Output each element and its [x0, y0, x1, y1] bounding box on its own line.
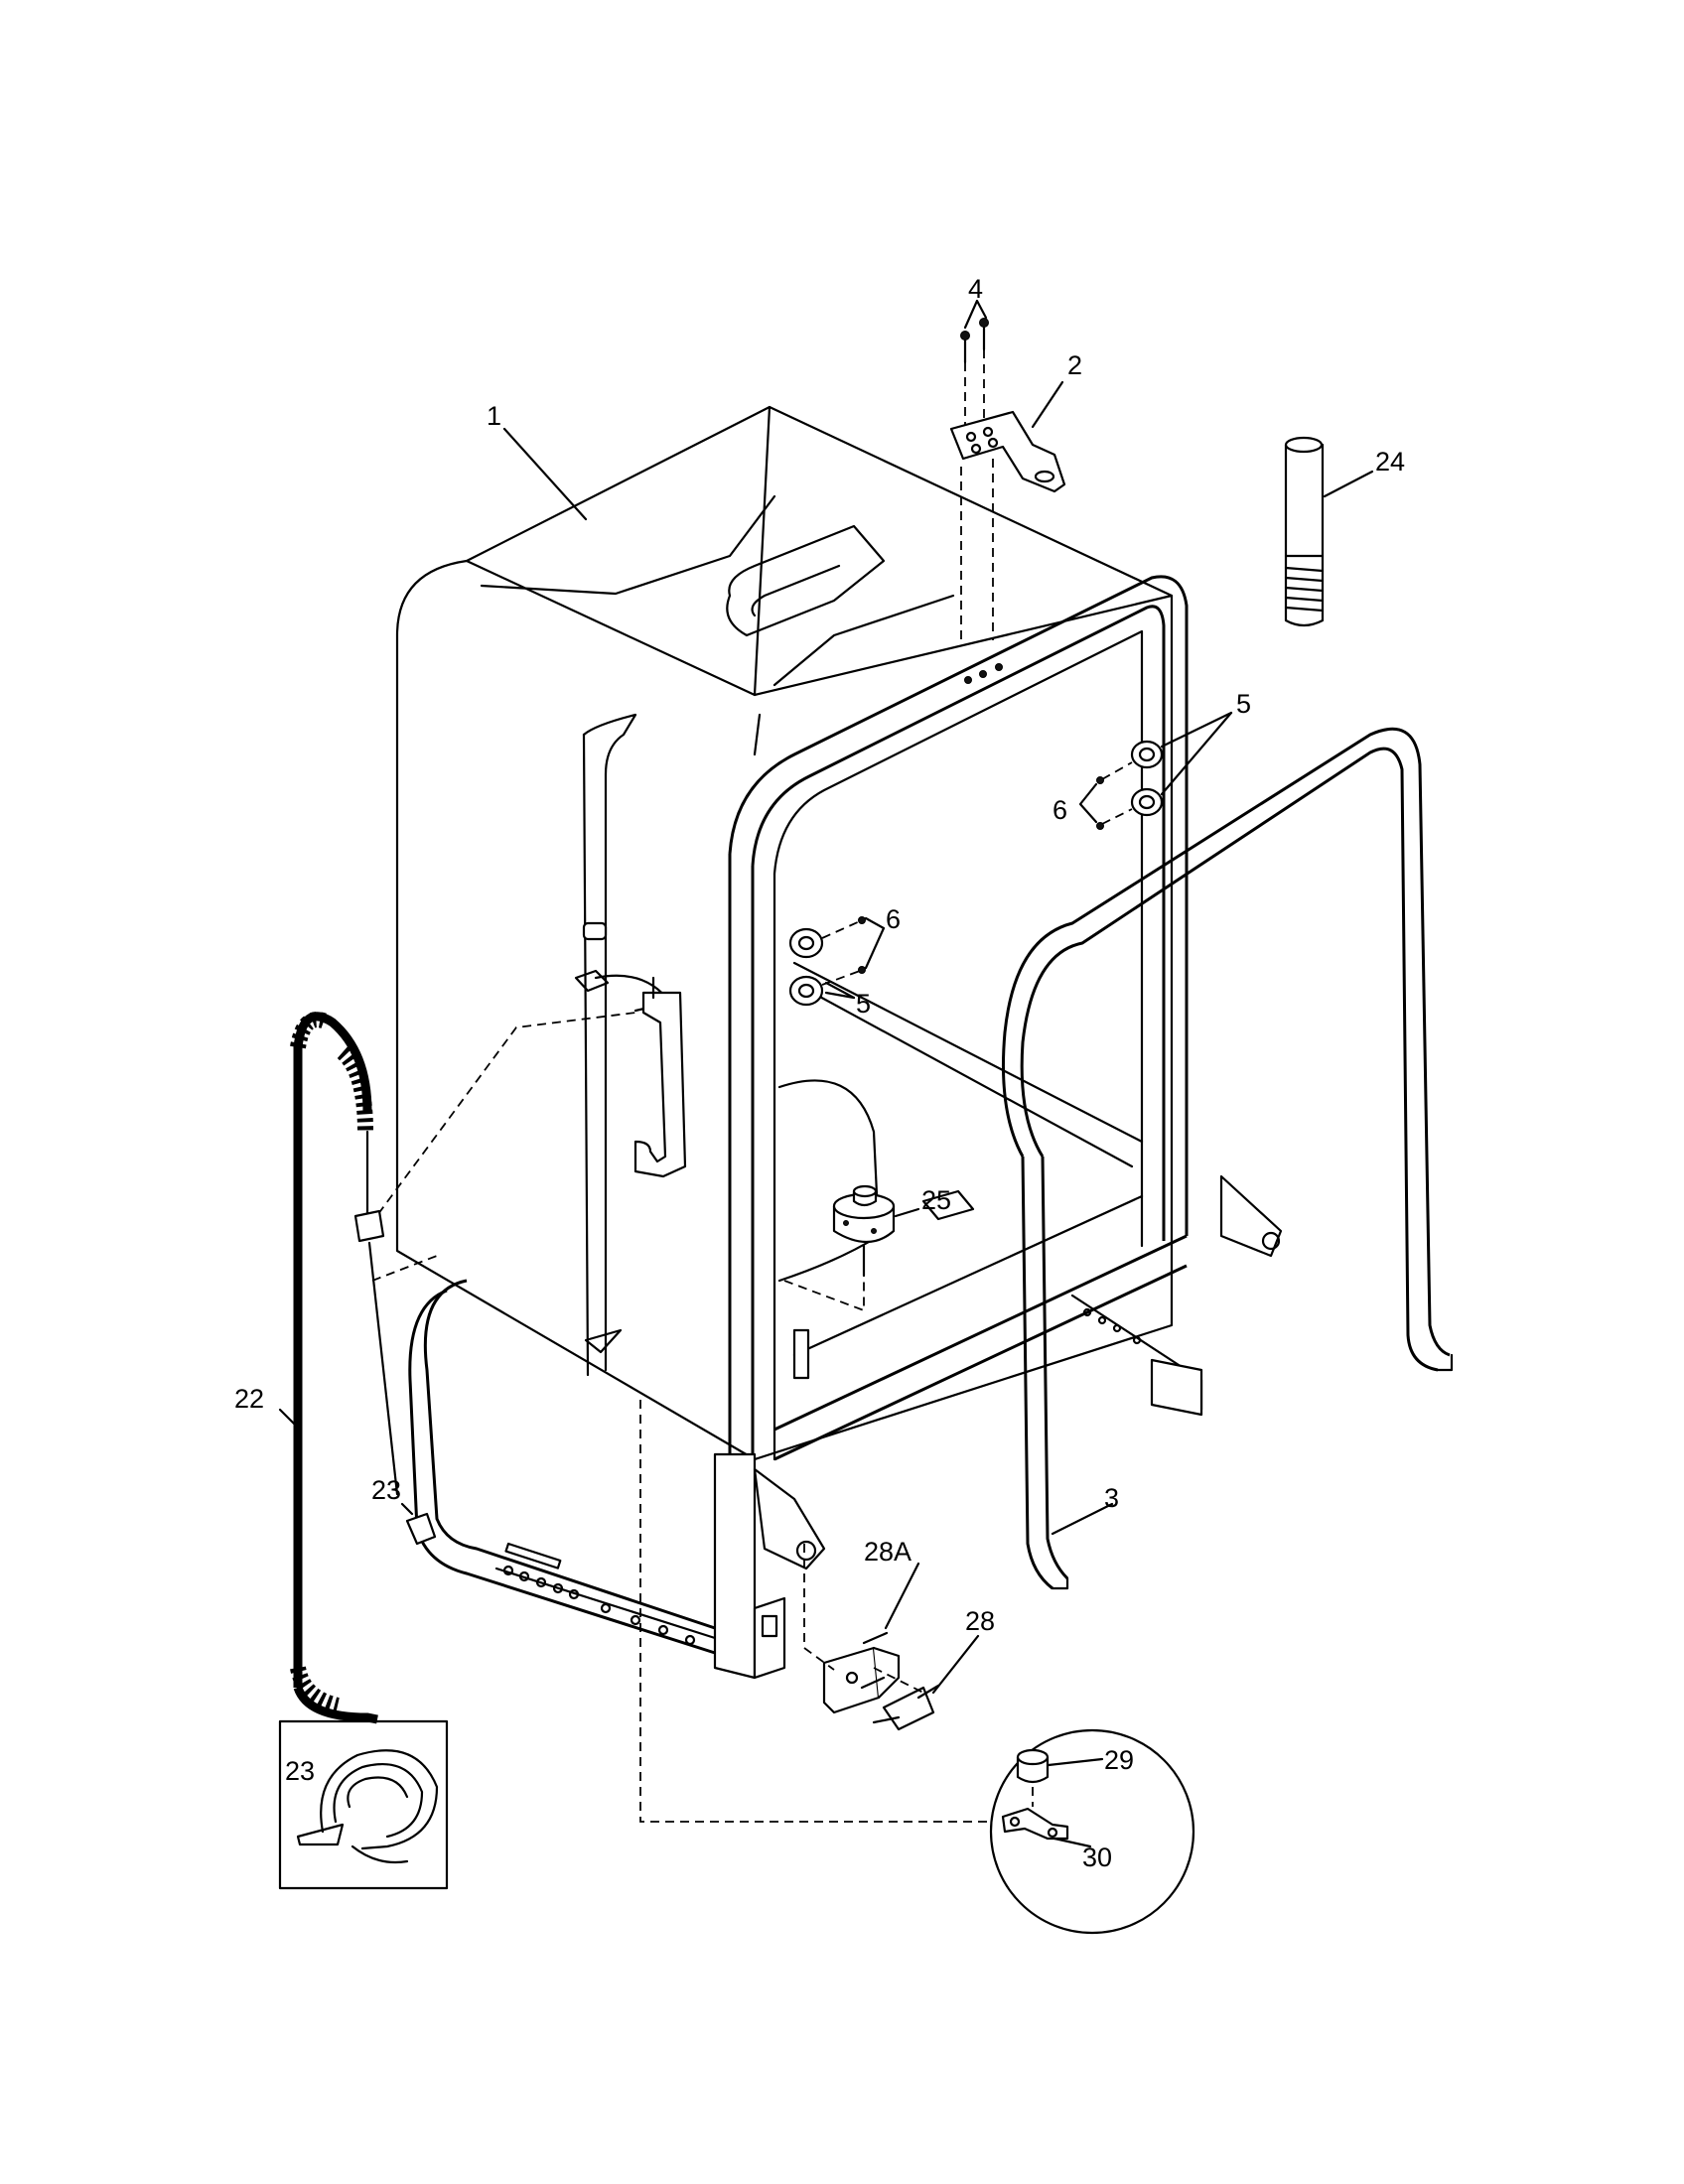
- label-switch: 28: [965, 1606, 995, 1636]
- label-thermostat-cap: 29: [1104, 1745, 1134, 1775]
- tub-leader: [502, 427, 588, 521]
- label-float: 25: [921, 1185, 951, 1215]
- hose-clamp: [353, 1209, 437, 1546]
- label-hose: 22: [234, 1384, 264, 1414]
- rollers-left: [788, 916, 886, 1007]
- thermostat-inset: [639, 1400, 1195, 1935]
- label-tub: 1: [487, 401, 501, 431]
- bracket-assembly: [949, 299, 1066, 643]
- label-screw-left: 6: [886, 904, 901, 934]
- label-roller-left: 5: [856, 989, 871, 1019]
- label-gasket: 3: [1104, 1483, 1119, 1513]
- label-roller-right: 5: [1236, 689, 1251, 719]
- tub: [395, 405, 1174, 1461]
- label-switch-bracket: 28A: [864, 1537, 912, 1567]
- stud: [1284, 436, 1374, 627]
- clamp-inset: [278, 1719, 449, 1890]
- base-frame: [408, 1174, 1283, 1680]
- switch-assembly: [803, 1544, 980, 1731]
- drain-hose: [278, 1012, 636, 1724]
- label-stud: 24: [1375, 447, 1405, 477]
- tub-front-frame: [728, 575, 1189, 1489]
- label-thermostat-plate: 30: [1082, 1843, 1112, 1872]
- tub-floor: [777, 1079, 975, 1380]
- label-clamp-inset: 23: [285, 1756, 315, 1786]
- label-clamp: 23: [371, 1475, 401, 1505]
- float: [832, 1184, 920, 1278]
- label-bracket: 2: [1067, 350, 1082, 380]
- label-screws: 4: [968, 274, 983, 304]
- door-gasket: [1002, 727, 1454, 1590]
- label-screw-right: 6: [1052, 795, 1067, 825]
- rollers-right: [1078, 711, 1233, 830]
